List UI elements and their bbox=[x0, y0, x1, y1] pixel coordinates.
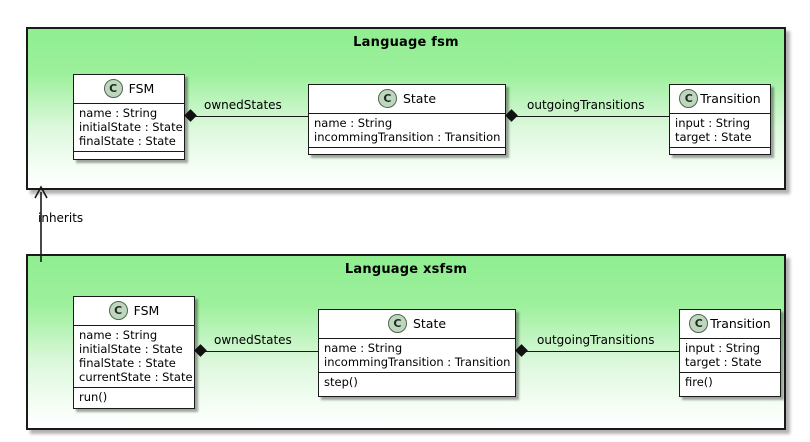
package-title-xsfsm: Language xsfsm bbox=[344, 262, 468, 277]
inheritance-label: inherits bbox=[38, 211, 84, 225]
attribute-row: name : String bbox=[314, 116, 393, 130]
class-name: Transition bbox=[710, 316, 771, 331]
class-icon: C bbox=[387, 314, 407, 333]
attribute-row: finalState : State bbox=[79, 134, 176, 148]
package-title-fsm: Language fsm bbox=[353, 35, 459, 50]
association-label-outgoing-fsm: outgoingTransitions bbox=[527, 98, 645, 112]
attribute-row: finalState : State bbox=[79, 356, 176, 370]
attribute-row: currentState : State bbox=[79, 370, 193, 384]
association-label-ownedstates-xsfsm: ownedStates bbox=[214, 333, 292, 347]
class-box-xsfsm-transition[interactable]: C Transition input : String target : Sta… bbox=[679, 309, 781, 397]
association-label-outgoing-xsfsm: outgoingTransitions bbox=[537, 333, 655, 347]
association-line-outgoing-xsfsm bbox=[521, 351, 681, 352]
class-icon: C bbox=[689, 314, 709, 333]
attribute-row: incommingTransition : Transition bbox=[314, 130, 501, 144]
class-name: State bbox=[412, 316, 447, 331]
class-name: FSM bbox=[133, 303, 160, 318]
association-label-ownedstates-fsm: ownedStates bbox=[204, 98, 282, 112]
attribute-row: target : State bbox=[675, 130, 752, 144]
attributes-compartment: name : String incommingTransition : Tran… bbox=[319, 339, 515, 373]
operation-row: step() bbox=[324, 375, 358, 389]
attribute-row: name : String bbox=[79, 328, 158, 342]
operation-row: fire() bbox=[685, 375, 713, 389]
class-header-fsm-state: C State bbox=[309, 85, 505, 114]
class-box-xsfsm-state[interactable]: C State name : String incommingTransitio… bbox=[318, 309, 516, 397]
operations-compartment: run() bbox=[74, 388, 194, 407]
class-header-xsfsm-state: C State bbox=[319, 310, 515, 339]
attribute-row: initialState : State bbox=[79, 120, 183, 134]
attribute-row: name : String bbox=[324, 341, 403, 355]
class-box-fsm-fsm[interactable]: C FSM name : String initialState : State… bbox=[73, 74, 185, 160]
attributes-compartment: name : String initialState : State final… bbox=[74, 104, 184, 152]
class-icon: C bbox=[679, 89, 699, 108]
inheritance-arrow bbox=[34, 185, 48, 262]
class-header-fsm-fsm: C FSM bbox=[74, 75, 184, 104]
association-line-outgoing-fsm bbox=[511, 116, 671, 117]
attributes-compartment: name : String initialState : State final… bbox=[74, 326, 194, 388]
attribute-row: input : String bbox=[685, 341, 761, 355]
attribute-row: initialState : State bbox=[79, 342, 183, 356]
attribute-row: target : State bbox=[685, 355, 762, 369]
class-header-xsfsm-transition: C Transition bbox=[680, 310, 780, 339]
attributes-compartment: input : String target : State bbox=[680, 339, 780, 373]
class-icon: C bbox=[377, 89, 397, 108]
class-box-xsfsm-fsm[interactable]: C FSM name : String initialState : State… bbox=[73, 296, 195, 409]
association-line-ownedstates-fsm bbox=[190, 116, 310, 117]
attributes-compartment: name : String incommingTransition : Tran… bbox=[309, 114, 505, 148]
operations-compartment: fire() bbox=[680, 373, 780, 392]
operation-row: run() bbox=[79, 390, 108, 404]
class-icon: C bbox=[103, 79, 123, 98]
class-box-fsm-state[interactable]: C State name : String incommingTransitio… bbox=[308, 84, 506, 155]
attributes-compartment: input : String target : State bbox=[670, 114, 770, 148]
operations-compartment: step() bbox=[319, 373, 515, 392]
class-header-xsfsm-fsm: C FSM bbox=[74, 297, 194, 326]
operations-compartment bbox=[74, 152, 184, 161]
attribute-row: name : String bbox=[79, 106, 158, 120]
attribute-row: incommingTransition : Transition bbox=[324, 355, 511, 369]
class-name: State bbox=[402, 91, 437, 106]
class-name: Transition bbox=[700, 91, 761, 106]
class-icon: C bbox=[108, 301, 128, 320]
class-header-fsm-transition: C Transition bbox=[670, 85, 770, 114]
class-name: FSM bbox=[128, 81, 155, 96]
operations-compartment bbox=[309, 148, 505, 157]
attribute-row: input : String bbox=[675, 116, 751, 130]
operations-compartment bbox=[670, 148, 770, 157]
association-line-ownedstates-xsfsm bbox=[200, 351, 320, 352]
class-box-fsm-transition[interactable]: C Transition input : String target : Sta… bbox=[669, 84, 771, 155]
